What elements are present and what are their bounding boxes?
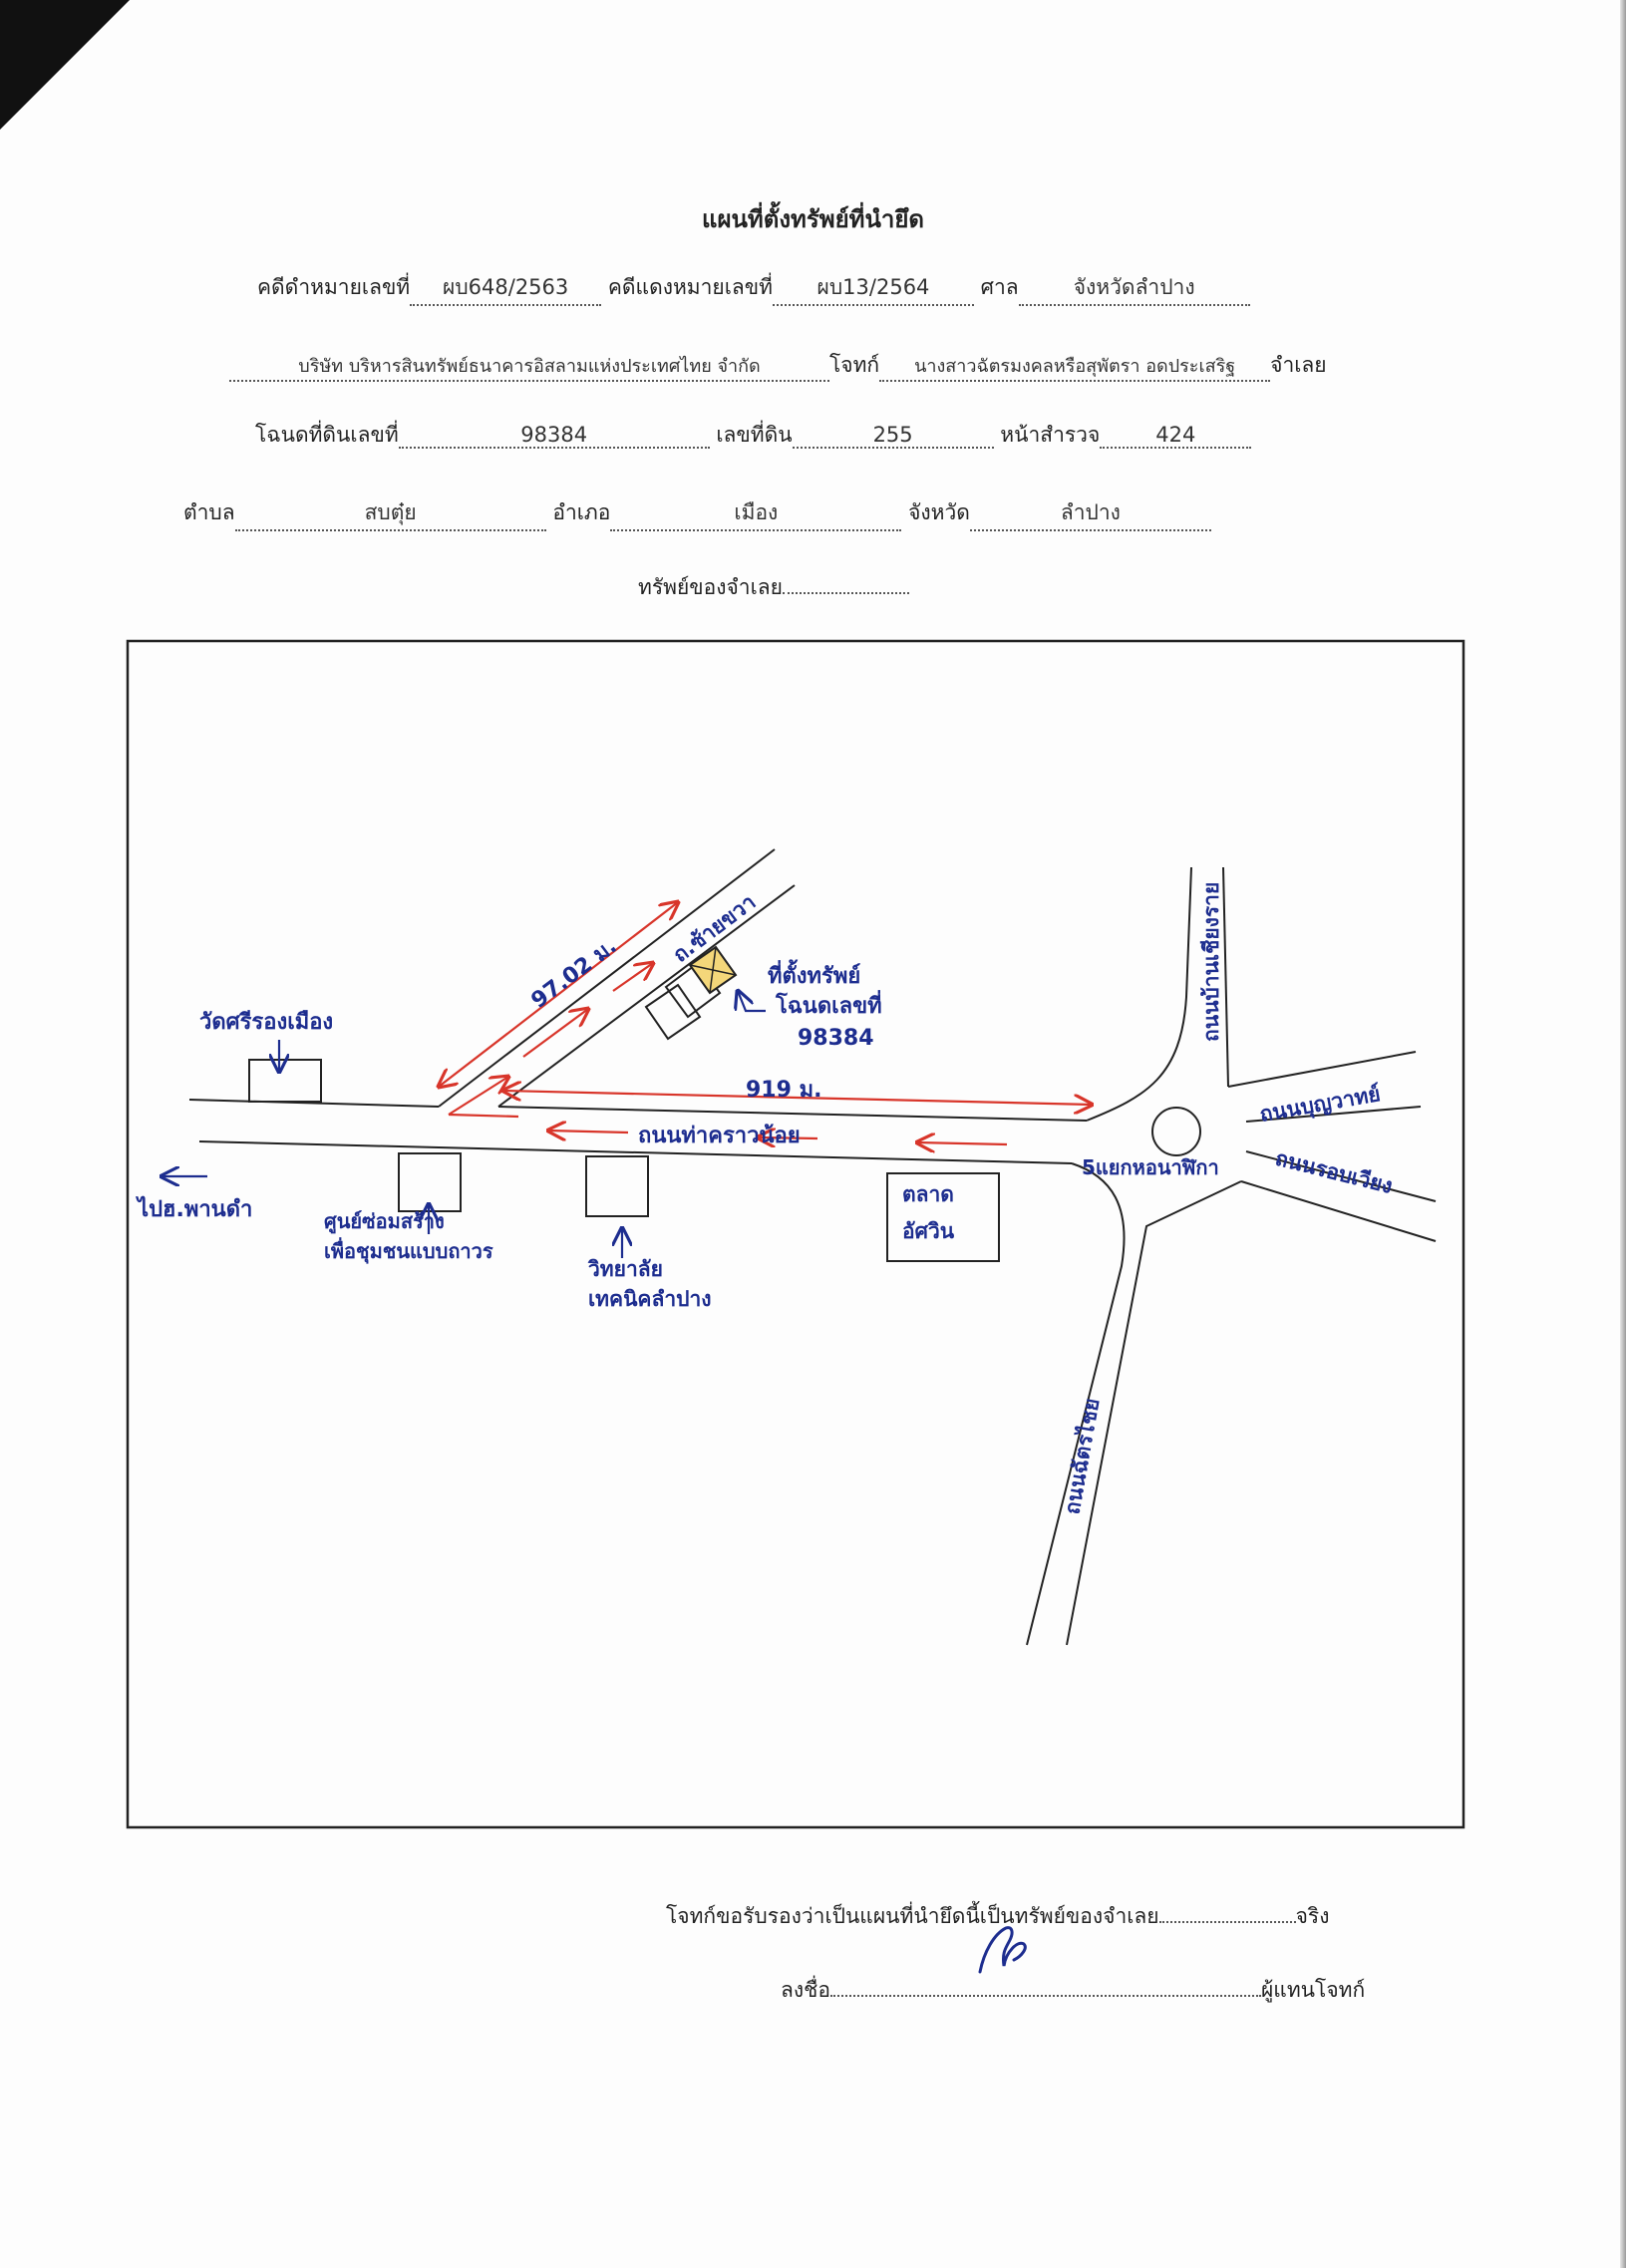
route-arrow-4: [448, 1077, 508, 1116]
court-label: ศาล: [980, 275, 1019, 299]
ne-road-label: ถนนบุญวาทย์: [1258, 1082, 1383, 1129]
signature-blank: [830, 1995, 1261, 1997]
e-road-north-edge: [1245, 1150, 1437, 1202]
subdistrict-value: สบตุ๋ย: [234, 496, 546, 531]
page-title: แผนที่ตั้งทรัพย์ที่นำยึด: [701, 205, 924, 233]
route-arrow-5: [522, 1009, 588, 1058]
subdistrict-label: ตำบล: [183, 500, 235, 524]
main-road-north-edge-2: [497, 1106, 1088, 1122]
route-turn: [448, 1113, 519, 1119]
location-line: ตำบลสบตุ๋ย อำเภอเมือง จังหวัดลำปาง: [183, 496, 1211, 531]
plaintiff-name: บริษัท บริหารสินทรัพย์ธนาคารอิสลามแห่งปร…: [229, 351, 829, 382]
asset-owner-value: [782, 592, 909, 594]
route-arrow-3: [548, 1131, 629, 1133]
property-label: ที่ตั้งทรัพย์: [768, 959, 860, 989]
handwritten-signature: [978, 1926, 1027, 1974]
defendant-suffix: จำเลย: [1270, 353, 1327, 377]
soi-distance-line: [439, 902, 678, 1087]
district-label: อำเภอ: [552, 500, 611, 524]
scan-edge-shadow: [1620, 0, 1626, 2268]
e-road-south-edge: [1240, 1180, 1437, 1242]
certify-text: โจทก์ขอรับรองว่าเป็นแผนที่นำยึดนี้เป็นทร…: [666, 1904, 1159, 1928]
route-arrow-1: [917, 1142, 1008, 1144]
plaintiff-suffix: โจทก์: [829, 353, 880, 377]
asset-owner-line: ทรัพย์ของจำเลย: [638, 571, 909, 604]
junction-label: 5แยกหอนาฬิกา: [1082, 1155, 1219, 1179]
property-label-2: โฉนดเลขที่: [775, 989, 882, 1019]
south-road-west-edge: [1026, 1162, 1126, 1646]
certify-end: จริง: [1295, 1904, 1330, 1928]
certify-blank: [1158, 1921, 1296, 1923]
certify-line: โจทก์ขอรับรองว่าเป็นแผนที่นำยึดนี้เป็นทร…: [666, 1900, 1329, 1933]
center-label: ศูนย์ซ่อมสร้าง: [324, 1209, 445, 1235]
scan-corner-shadow: [0, 0, 130, 130]
to-city-label: ไปฮ.พานดำ: [136, 1195, 252, 1222]
land-label: เลขที่ดิน: [716, 423, 793, 447]
red-case-number: ผบ13/2564: [772, 271, 974, 306]
black-case-label: คดีดำหมายเลขที่: [257, 275, 411, 299]
black-case-number: ผบ648/2563: [410, 271, 602, 306]
property-pointer-arrow: [738, 991, 766, 1013]
main-road-north-edge: [188, 1099, 440, 1108]
main-road-label: ถนนท่าคราวน้อย: [638, 1124, 801, 1148]
temple-label: วัดศรีรองเมือง: [199, 1010, 333, 1035]
case-line: คดีดำหมายเลขที่ผบ648/2563 คดีแดงหมายเลขท…: [257, 271, 1250, 306]
market-label: ตลาด: [902, 1182, 954, 1206]
land-number: 255: [792, 423, 994, 449]
south-road-label: ถนนฉัตรไชย: [1059, 1397, 1104, 1516]
college-label: วิทยาลัย: [587, 1257, 663, 1281]
center-building: [398, 1152, 462, 1212]
center-label-2: เพื่อชุมชนแบบถาวร: [324, 1236, 493, 1264]
district-value: เมือง: [610, 496, 902, 531]
sign-role: ผู้แทนโจทก์: [1261, 1978, 1366, 2002]
e-road-label: ถนนรอบเวียง: [1273, 1146, 1395, 1198]
north-road-label: ถนนบ้านเชียงราย: [1199, 882, 1223, 1042]
roundabout: [1151, 1107, 1201, 1156]
college-building: [585, 1155, 649, 1217]
map-frame: [126, 639, 1465, 1829]
main-distance-line: [503, 1091, 1092, 1105]
survey-label: หน้าสำรวจ: [1000, 423, 1101, 447]
signature-line: ลงชื่อ ผู้แทนโจทก์: [781, 1974, 1365, 2007]
ne-road-north-edge: [1227, 1051, 1417, 1088]
province-label: จังหวัด: [908, 500, 970, 524]
defendant-name: นางสาวฉัตรมงคลหรือสุพัตรา อดประเสริฐ: [879, 351, 1271, 382]
province-value: ลำปาง: [969, 496, 1211, 531]
court-name: จังหวัดลำปาง: [1018, 271, 1250, 306]
property-label-3: 98384: [798, 1026, 874, 1051]
south-road-east-edge: [1066, 1180, 1242, 1646]
market-label-2: อัศวิน: [902, 1219, 955, 1243]
ne-road-south-edge: [1245, 1106, 1422, 1123]
asset-owner-label: ทรัพย์ของจำเลย: [638, 575, 783, 599]
temple-building: [248, 1059, 322, 1103]
college-label-2: เทคนิคลำปาง: [588, 1287, 712, 1311]
north-road-east-edge: [1222, 866, 1229, 1088]
north-road-west-edge: [1086, 866, 1192, 1122]
deed-label: โฉนดที่ดินเลขที่: [255, 423, 399, 447]
main-road-south-edge: [198, 1140, 1073, 1164]
deed-number: 98384: [398, 423, 710, 449]
red-case-label: คดีแดงหมายเลขที่: [607, 275, 773, 299]
sign-label: ลงชื่อ: [781, 1978, 830, 2002]
survey-number: 424: [1100, 423, 1252, 449]
route-arrow-6: [612, 963, 653, 992]
parties-line: บริษัท บริหารสินทรัพย์ธนาคารอิสลามแห่งปร…: [229, 349, 1327, 382]
main-distance-label: 919 ม.: [746, 1078, 821, 1103]
market-building: [886, 1172, 1000, 1262]
route-arrow-2: [758, 1137, 818, 1138]
